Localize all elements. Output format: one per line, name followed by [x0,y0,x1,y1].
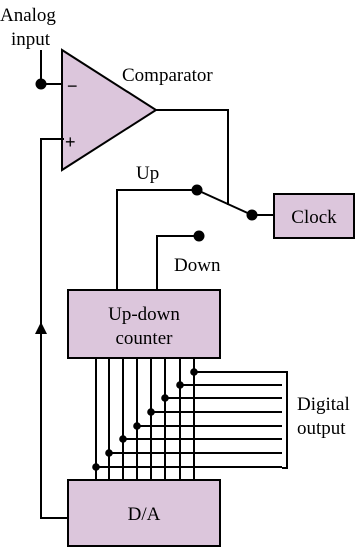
digital-output-label-line1: Digital [297,394,350,415]
digital-output-label-line2: output [297,418,346,439]
comparator-output-wire [156,109,229,205]
da-converter-box[interactable] [67,479,221,547]
analog-input-node [35,78,47,90]
counter-output-bus [95,358,195,480]
junction-dot-1 [92,463,100,471]
counter-label-line1: Up-down [108,304,180,325]
minus-sign: − [67,76,78,96]
counter-label-line2: counter [116,328,174,349]
up-down-counter-box[interactable] [67,289,221,359]
da-label: D/A [128,504,161,525]
clock-box[interactable] [273,193,355,239]
comparator-label: Comparator [122,65,213,86]
up-wire [116,189,197,290]
switch-arm[interactable] [196,189,253,216]
junction-dot-7 [176,381,184,389]
clock-label: Clock [291,207,337,228]
junction-dot-5 [147,408,155,416]
down-contact [193,230,205,242]
down-label: Down [174,255,221,276]
junction-dot-4 [133,422,141,430]
analog-input-label-line2: input [11,29,51,50]
comparator-triangle[interactable] [61,48,158,172]
digital-output-taps [92,368,282,471]
feedback-wire [40,138,68,519]
junction-dot-8 [190,368,198,376]
analog-input-label-line1: Analog [0,5,56,26]
digital-output-bracket [282,371,288,469]
plus-sign: + [65,132,76,152]
junction-dot-6 [161,394,169,402]
up-label: Up [136,163,159,184]
down-wire [156,235,199,290]
junction-dot-2 [105,449,113,457]
junction-dot-3 [119,435,127,443]
